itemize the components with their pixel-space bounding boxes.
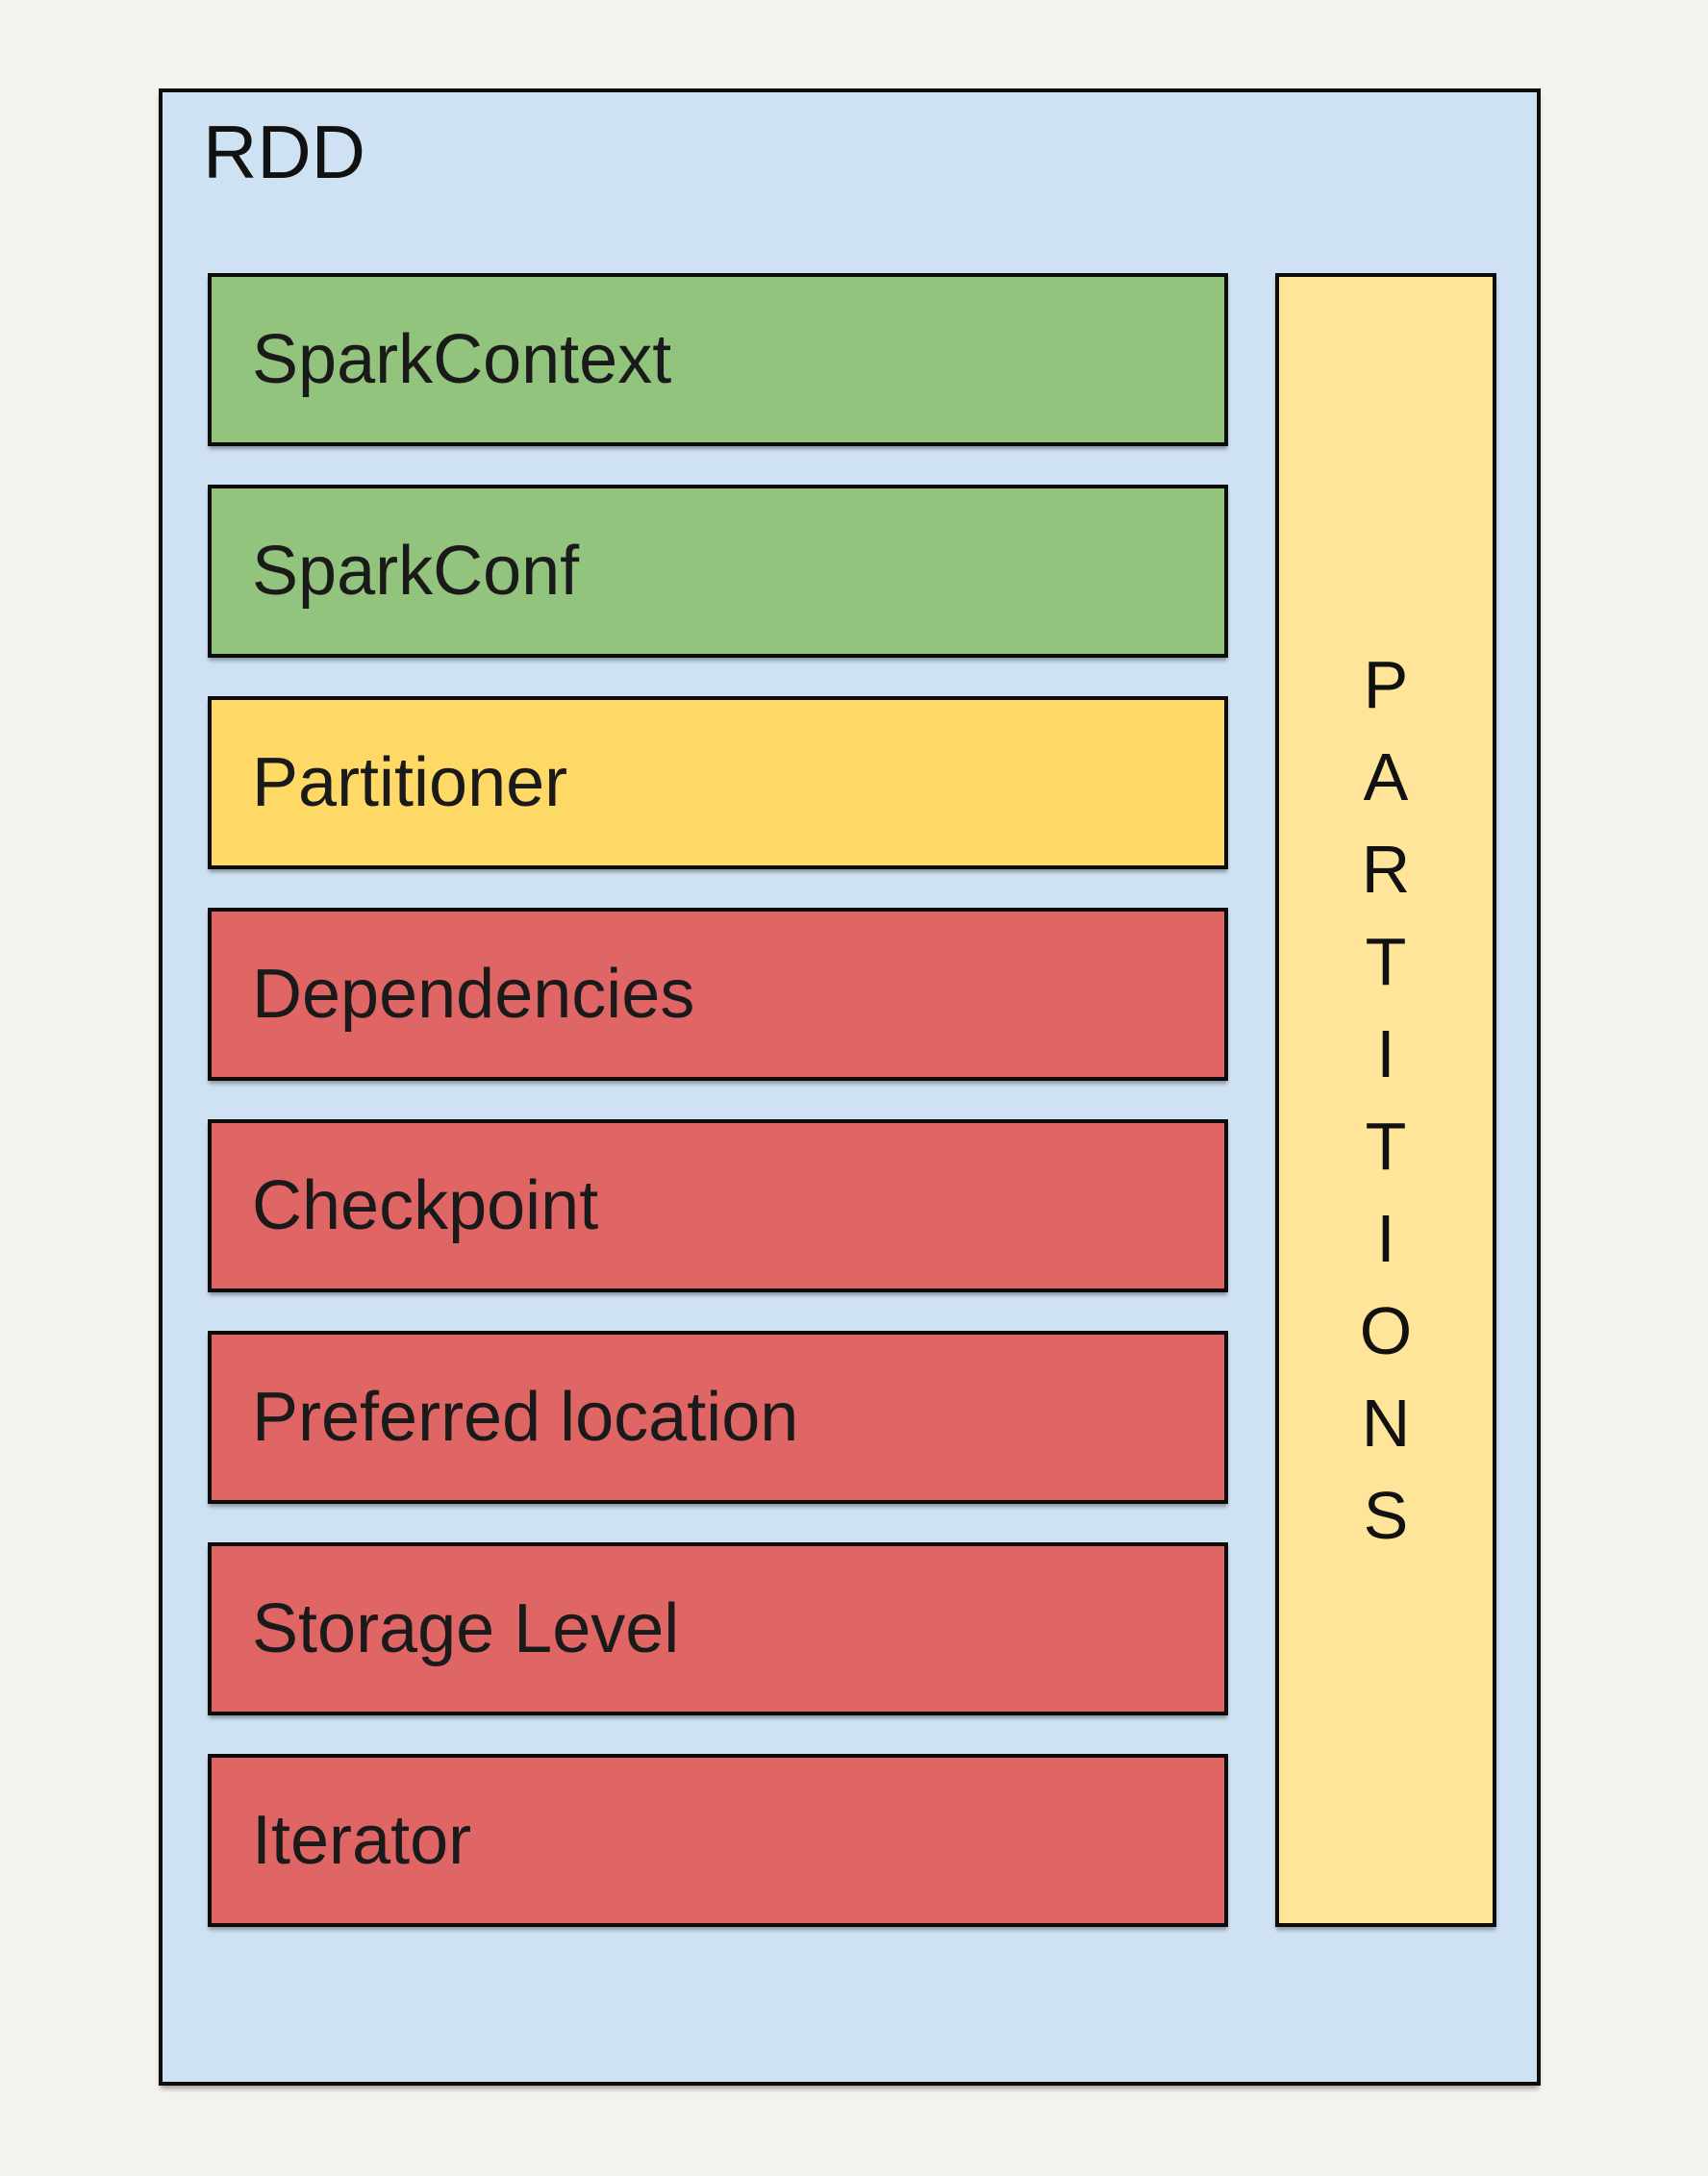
rdd-title: RDD [203,110,365,194]
rdd-container-box: RDD SparkContext SparkConf Partitioner D… [159,88,1541,2086]
field-sparkconf: SparkConf [208,485,1228,658]
field-sparkcontext: SparkContext [208,273,1228,446]
field-preferred-location: Preferred location [208,1331,1228,1504]
field-checkpoint: Checkpoint [208,1119,1228,1292]
partitions-label: P A R T I T I O N S [1359,647,1413,1553]
field-partitioner: Partitioner [208,696,1228,869]
field-storage-level: Storage Level [208,1542,1228,1715]
field-iterator: Iterator [208,1754,1228,1927]
field-dependencies: Dependencies [208,908,1228,1081]
partitions-bar: P A R T I T I O N S [1275,273,1496,1927]
rdd-fields-column: SparkContext SparkConf Partitioner Depen… [208,273,1228,1927]
